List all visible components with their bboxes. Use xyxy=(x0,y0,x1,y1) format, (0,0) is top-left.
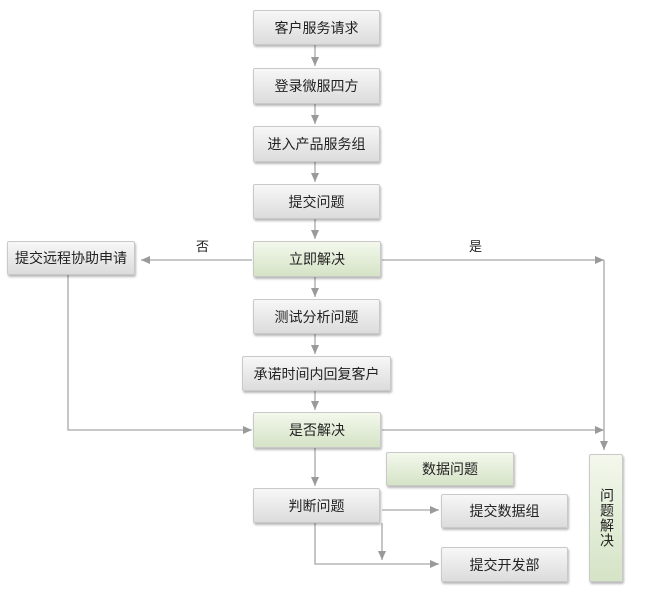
node-submit-issue: 提交问题 xyxy=(253,184,380,219)
node-login: 登录微服四方 xyxy=(253,68,380,104)
node-resolved-q: 是否解决 xyxy=(253,412,381,448)
arrow-remote-resolved xyxy=(67,275,252,434)
arrow-judge-dev xyxy=(314,523,439,568)
node-judge-issue: 判断问题 xyxy=(253,488,380,523)
node-remote-help: 提交远程协助申请 xyxy=(7,241,135,275)
node-promise-reply: 承诺时间内回复客户 xyxy=(242,356,391,391)
node-enter-group: 进入产品服务组 xyxy=(253,126,380,162)
node-request: 客户服务请求 xyxy=(253,10,380,45)
node-issue-resolved: 问题解决 xyxy=(589,454,623,582)
node-submit-dev: 提交开发部 xyxy=(441,547,568,582)
node-submit-data-group: 提交数据组 xyxy=(441,494,568,528)
edge-label-no: 否 xyxy=(196,240,210,255)
edge-label-yes: 是 xyxy=(469,240,483,255)
node-data-issue: 数据问题 xyxy=(386,452,514,486)
node-test-analyze: 测试分析问题 xyxy=(253,299,380,334)
node-solve-now: 立即解决 xyxy=(253,241,381,277)
